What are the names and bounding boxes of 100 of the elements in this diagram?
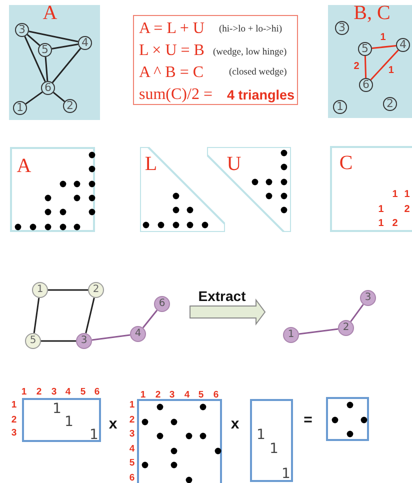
graph-vertex: 6: [359, 78, 373, 92]
graph-vertex: 2: [383, 97, 397, 111]
graph-vertex: 3: [15, 23, 29, 37]
index-label: 2: [36, 387, 42, 397]
matrix-entry: 2: [404, 205, 410, 215]
graph-vertex: 6: [154, 296, 170, 312]
graph-edge: [372, 44, 396, 50]
graph-vertex: 3: [335, 21, 349, 35]
operator-sign: x: [230, 416, 240, 432]
index-label: 1: [140, 390, 146, 400]
index-label: 1: [129, 400, 135, 410]
index-label: 3: [51, 387, 57, 397]
index-label: 3: [11, 428, 17, 438]
matrix-entry: 1: [378, 219, 384, 229]
matrix-panel: [207, 147, 291, 232]
graph-vertex: 2: [338, 320, 354, 336]
graph-vertex: 2: [88, 282, 104, 298]
matrix-panel: [140, 147, 225, 232]
matrix-panel: [330, 146, 412, 232]
graph-vertex: 4: [130, 326, 146, 342]
graph-edge: [370, 50, 399, 80]
matrix-entry: 1: [64, 415, 74, 429]
graph-edge: [24, 36, 46, 82]
graph-vertex: 3: [360, 290, 376, 306]
index-label: 6: [129, 473, 135, 483]
graph-edge: [28, 30, 78, 42]
index-label: 2: [11, 415, 17, 425]
graph-vertex: 4: [396, 38, 410, 52]
graph-edge: [350, 304, 364, 322]
matrix-entry: 1: [282, 467, 290, 481]
formula: A ^ B = C: [139, 65, 204, 81]
graph-edge: [33, 298, 40, 334]
formula-box: [133, 15, 298, 105]
graph-vertex: 1: [32, 282, 48, 298]
panel-title: B, C: [354, 3, 390, 23]
matrix-entry: 1: [90, 428, 98, 442]
index-label: 5: [198, 390, 204, 400]
index-label: 6: [213, 390, 219, 400]
matrix-entry: 2: [392, 219, 398, 229]
index-label: 2: [155, 390, 161, 400]
formula: sum(C)/2 =: [139, 87, 212, 103]
matrix-entry: 1: [378, 205, 384, 215]
formula-note: (wedge, low hinge): [213, 48, 287, 58]
matrix-box: [137, 399, 222, 483]
matrix-entry: 1: [404, 190, 410, 200]
index-label: 4: [184, 390, 190, 400]
index-label: 5: [80, 387, 86, 397]
graph-edge: [298, 328, 338, 335]
graph-edge: [26, 34, 40, 46]
index-label: 2: [129, 415, 135, 425]
matrix-title: U: [226, 154, 242, 174]
graph-panel: [9, 5, 100, 120]
matrix-entry: 1: [392, 190, 398, 200]
matrix-title: A: [16, 156, 32, 176]
graph-vertex: 1: [283, 327, 299, 343]
index-label: 6: [94, 387, 100, 397]
graph-edge: [52, 43, 78, 50]
formula-note: (closed wedge): [229, 68, 287, 78]
matrix-box: [250, 399, 293, 482]
matrix-title: L: [144, 154, 158, 174]
matrix-entry: 1: [52, 402, 62, 416]
graph-panel: [328, 5, 412, 118]
graph-vertex: 1: [333, 100, 347, 114]
graph-edge: [85, 298, 95, 334]
matrix-box: [22, 398, 101, 442]
matrix-box: [326, 397, 369, 441]
matrix-entry: 1: [270, 442, 278, 456]
index-label: 1: [21, 387, 27, 397]
index-label: 3: [169, 390, 175, 400]
graph-vertex: 5: [38, 43, 52, 57]
graph-vertex: 5: [358, 42, 372, 56]
matrix-panel: [10, 147, 95, 232]
matrix-title: C: [339, 153, 353, 173]
graph-edge: [41, 340, 76, 342]
graph-edge: [92, 334, 130, 341]
index-label: 4: [65, 387, 71, 397]
graph-edge: [142, 310, 158, 328]
graph-edge: [25, 91, 43, 105]
index-label: 1: [11, 400, 17, 410]
graph-vertex: 3: [76, 333, 92, 349]
graph-vertex: 6: [41, 81, 55, 95]
formula-note: (hi->lo + lo->hi): [219, 25, 282, 35]
matrix-entry: 1: [256, 428, 266, 442]
operator-sign: =: [304, 412, 312, 428]
index-label: 5: [129, 458, 135, 468]
index-label: 3: [129, 429, 135, 439]
graph-vertex: 5: [25, 333, 41, 349]
operator-sign: x: [108, 416, 118, 432]
formula: 4 triangles: [227, 88, 295, 102]
graph-edge: [52, 48, 82, 84]
graph-edge: [364, 56, 367, 78]
formula: L × U = B: [139, 43, 204, 59]
graph-vertex: 1: [13, 101, 27, 115]
index-label: 4: [129, 444, 135, 454]
graph-edge: [48, 289, 88, 291]
arrow-label: Extract: [198, 289, 246, 303]
graph-edge: [44, 56, 48, 82]
graph-vertex: 4: [78, 36, 92, 50]
graph-edge: [52, 92, 66, 102]
formula: A = L + U: [139, 21, 204, 37]
